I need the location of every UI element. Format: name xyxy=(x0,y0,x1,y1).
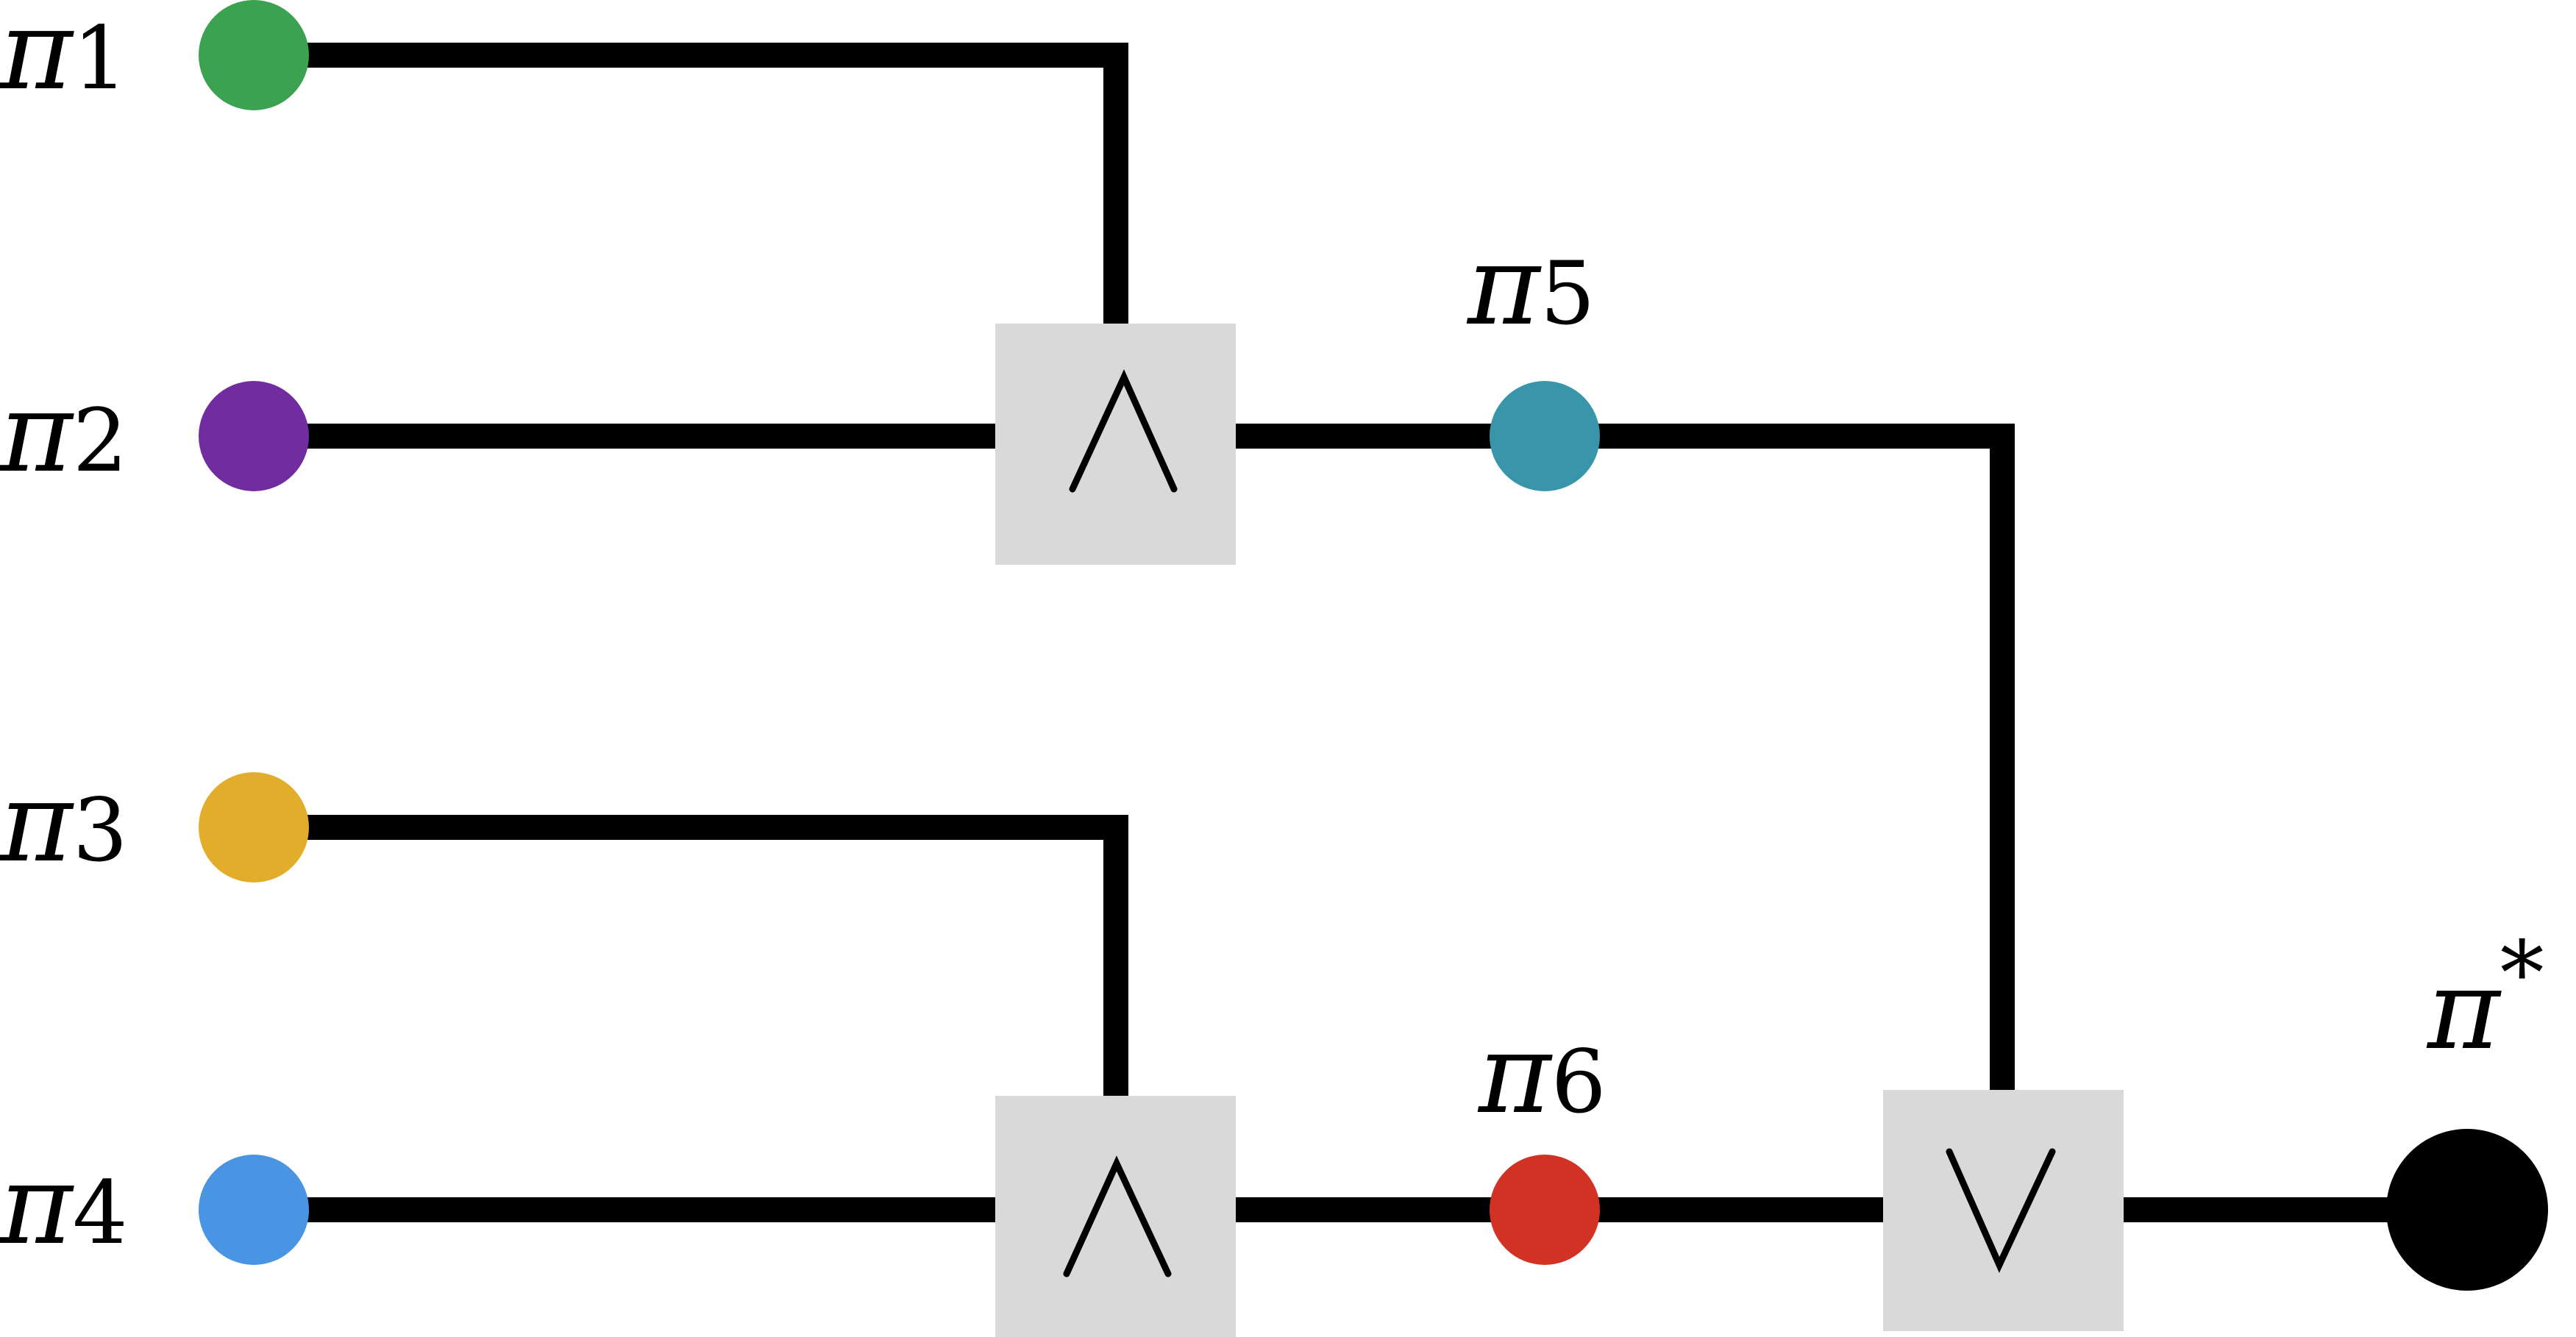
or-gate-final-box xyxy=(1883,1090,2124,1331)
node-pi5 xyxy=(1490,381,1600,491)
and-symbol-icon xyxy=(1063,1155,1172,1277)
or-symbol-icon xyxy=(1946,1148,2056,1273)
nodes xyxy=(199,0,2548,1291)
label-pi6: π6 xyxy=(1477,1010,1607,1138)
label-pi2: π2 xyxy=(0,369,128,497)
wire-pi1-to-and-top xyxy=(241,43,1128,336)
node-pi2 xyxy=(199,381,309,491)
node-pi6 xyxy=(1490,1155,1600,1265)
and-symbol-icon xyxy=(1069,369,1178,493)
label-pi3: π3 xyxy=(0,759,128,887)
and-gate-bottom-box xyxy=(995,1096,1236,1337)
node-pistar xyxy=(2386,1129,2548,1291)
label-pi4: π4 xyxy=(0,1141,128,1269)
wire-pi3-to-and-bottom xyxy=(241,815,1128,1108)
and-gate-top xyxy=(995,324,1236,565)
wire-pi5-to-or xyxy=(1532,424,2015,1102)
label-pi1: π1 xyxy=(0,0,128,115)
label-pistar: π* xyxy=(2426,923,2544,1074)
or-gate-final xyxy=(1883,1090,2124,1331)
node-pi1 xyxy=(199,0,309,110)
labels: π1 π2 π3 π4 π5 π6 π* xyxy=(0,0,2544,1269)
wires xyxy=(241,43,2480,1222)
label-pi5: π5 xyxy=(1466,222,1595,350)
and-gate-bottom xyxy=(995,1096,1236,1337)
node-pi3 xyxy=(199,772,309,883)
and-gate-top-box xyxy=(995,324,1236,565)
node-pi4 xyxy=(199,1155,309,1265)
